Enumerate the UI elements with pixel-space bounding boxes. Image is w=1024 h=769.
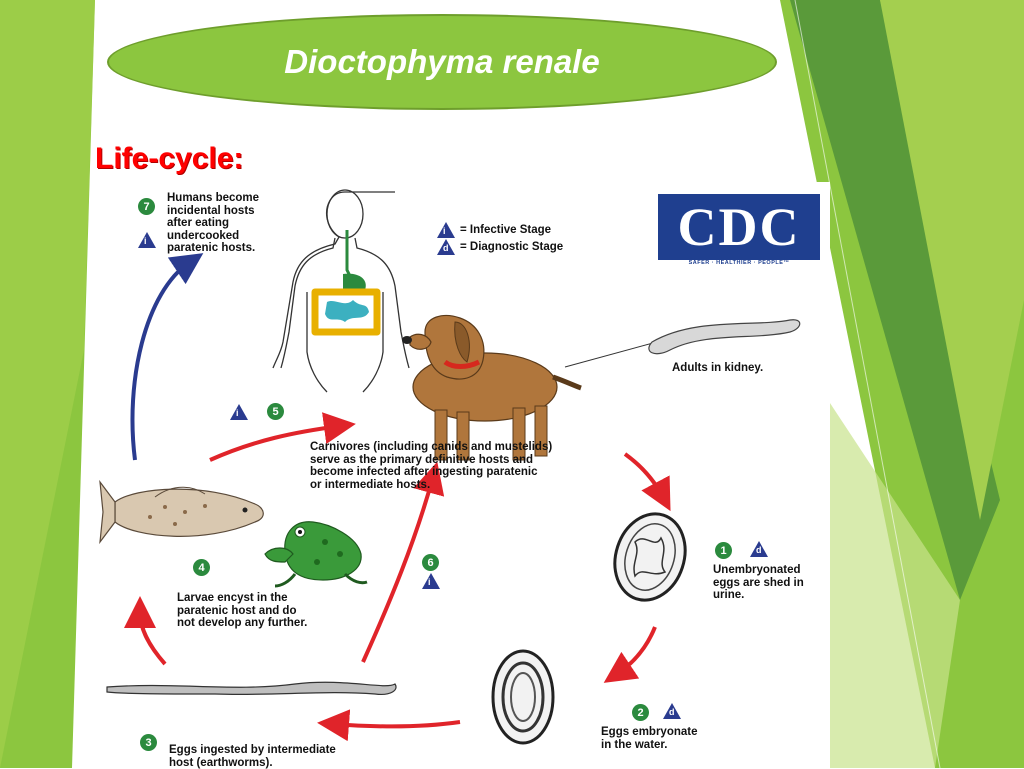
legend-infective-label: = Infective Stage <box>460 224 552 236</box>
step-7-infective-icon: i <box>138 232 156 248</box>
arrow-earthworm-to-paratenic <box>124 596 167 666</box>
step-4-badge: 4 <box>193 559 210 576</box>
cdc-tagline: SAFER · HEALTHIER · PEOPLE™ <box>688 260 790 266</box>
step-6-infective-icon: i <box>422 573 440 589</box>
cdc-logo-text: CDC <box>677 197 801 257</box>
arrow-egg-to-earthworm <box>317 709 461 742</box>
step-7-badge: 7 <box>138 198 155 215</box>
life-cycle-diagram: CDC SAFER · HEALTHIER · PEOPLE™ i = Infe… <box>95 182 830 769</box>
step-2-diagnostic-icon: d <box>663 703 681 719</box>
step-2-label: Eggs embryonate in the water. <box>601 726 698 751</box>
step-1-label: Unembryonated eggs are shed in urine. <box>713 564 804 601</box>
adults-in-kidney-label: Adults in kidney. <box>672 362 764 374</box>
cdc-logo-box: CDC <box>658 194 820 260</box>
step-5-infective-icon: i <box>230 404 248 420</box>
diagram-artwork <box>95 182 830 768</box>
step-4-label: Larvae encyst in the paratenic host and … <box>177 592 308 629</box>
cdc-logo: CDC SAFER · HEALTHIER · PEOPLE™ <box>658 194 820 268</box>
right-dark-triangle <box>790 0 1000 600</box>
step-3-badge: 3 <box>140 734 157 751</box>
step-7-label: Humans become incidental hosts after eat… <box>167 192 260 254</box>
dog-figure <box>402 314 676 461</box>
infective-stage-icon: i <box>437 222 455 238</box>
slide-subtitle: Life-cycle: <box>95 142 244 175</box>
arrow-egg-to-embryonated <box>603 626 657 683</box>
frog-drawing <box>264 521 368 588</box>
human-figure <box>272 189 410 393</box>
step-1-badge: 1 <box>715 542 732 559</box>
step-5-label: Carnivores (including canids and musteli… <box>310 441 553 491</box>
adult-worm-drawing <box>648 319 801 355</box>
diagnostic-stage-icon: d <box>437 239 455 255</box>
arrow-to-human <box>130 253 204 461</box>
step-1-diagnostic-icon: d <box>750 541 768 557</box>
left-green-highlight <box>0 0 95 768</box>
egg-embryonated-drawing <box>491 649 555 745</box>
egg-unembryonated-drawing <box>613 512 687 602</box>
legend-diagnostic-label: = Diagnostic Stage <box>460 241 564 253</box>
title-banner: Dioctophyma renale <box>107 14 777 110</box>
slide-title: Dioctophyma renale <box>284 43 600 80</box>
step-3-label: Eggs ingested by intermediate host (eart… <box>169 744 336 769</box>
right-light-triangle <box>880 0 1024 520</box>
arrow-paratenic-to-dog <box>209 412 356 462</box>
fish-drawing <box>99 479 264 545</box>
arrow-earthworm-to-dog <box>361 461 445 663</box>
step-6-badge: 6 <box>422 554 439 571</box>
step-2-badge: 2 <box>632 704 649 721</box>
step-5-badge: 5 <box>267 403 284 420</box>
arrow-dog-to-egg <box>623 452 671 512</box>
earthworm-drawing <box>106 681 397 696</box>
right-pale-triangle <box>828 400 960 768</box>
